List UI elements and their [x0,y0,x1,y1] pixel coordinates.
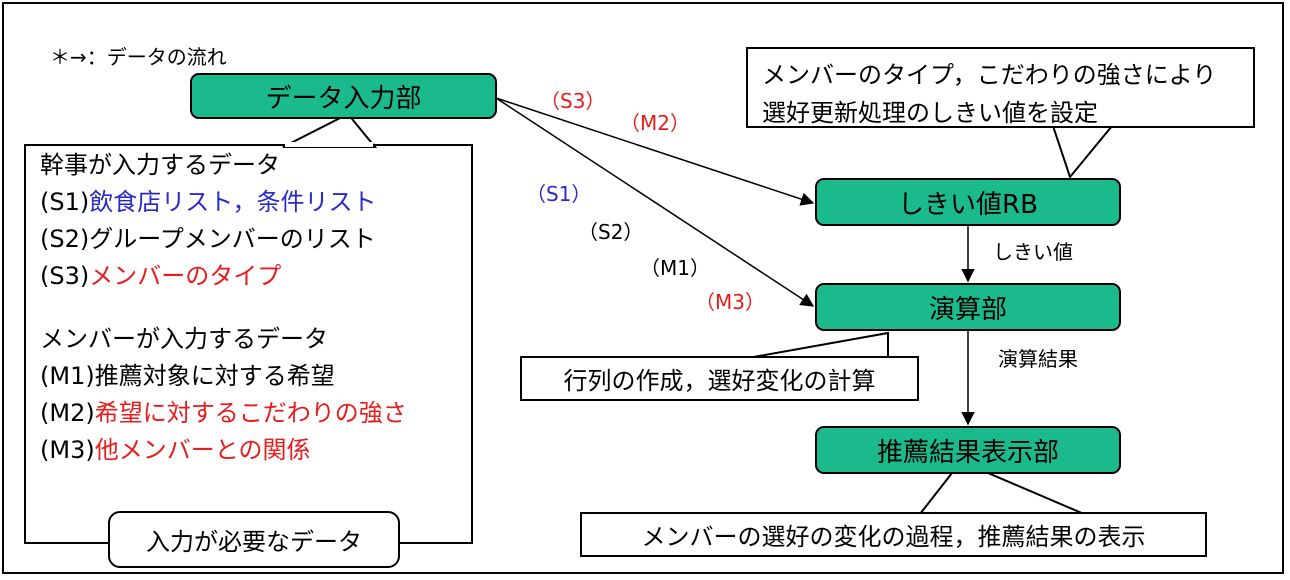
item-s2-text: グループメンバーのリスト [89,225,376,253]
node-result-display-label: 推薦結果表示部 [876,437,1059,468]
organizer-header: 幹事が入力するデータ [40,151,280,179]
item-m2: (M2)希望に対するこだわりの強さ [40,395,407,432]
edge-label-s3: （S3） [540,89,606,113]
node-data-input: データ入力部 [190,73,497,119]
item-m1: (M1)推薦対象に対する希望 [40,358,407,395]
edge-label-m1: （M1） [640,256,710,280]
arrow-input-to-calc [495,97,815,307]
input-data-box [24,144,473,544]
node-data-input-label: データ入力部 [265,83,422,114]
threshold-note-line2: 選好更新処理のしきい値を設定 [762,99,1098,127]
threshold-note-line1: メンバーのタイプ，こだわりの強さにより [762,61,1217,89]
item-s3-text: メンバーのタイプ [89,262,282,290]
label-threshold-value: しきい値 [993,240,1073,264]
input-required-tab-label: 入力が必要なデータ [146,528,362,556]
item-s2: (S2)グループメンバーのリスト [40,221,407,258]
calc-note: 行列の作成，選好変化の計算 [520,356,919,401]
item-s2-code: (S2) [40,225,90,253]
item-m3: (M3)他メンバーとの関係 [40,432,407,469]
edge-label-m3: （M3） [695,290,765,314]
result-note-text: メンバーの選好の変化の過程，推薦結果の表示 [641,523,1146,551]
item-s3-code: (S3) [40,262,90,290]
item-m1-text: 推薦対象に対する希望 [94,362,335,390]
item-m3-code: (M3) [40,436,95,464]
label-calc-result: 演算結果 [998,347,1078,371]
item-s1-code: (S1) [40,188,90,216]
edge-label-m2: （M2） [620,111,690,135]
threshold-note [746,47,1255,128]
item-s3: (S3)メンバーのタイプ [40,258,407,295]
flow-legend: ＊→：データの流れ [50,45,227,69]
input-data-list: 幹事が入力するデータ (S1)飲食店リスト，条件リスト (S2)グループメンバー… [40,147,407,469]
node-calc-label: 演算部 [928,294,1007,325]
item-s1-text: 飲食店リスト，条件リスト [89,188,377,216]
input-required-tab: 入力が必要なデータ [108,511,400,568]
arrow-input-to-threshold [495,97,815,206]
item-m1-code: (M1) [40,362,95,390]
node-calc: 演算部 [815,283,1121,331]
edge-label-s2: （S2） [578,220,644,244]
item-s1: (S1)飲食店リスト，条件リスト [40,184,407,221]
result-note: メンバーの選好の変化の過程，推薦結果の表示 [580,512,1207,557]
item-m2-text: 希望に対するこだわりの強さ [94,399,407,427]
member-header: メンバーが入力するデータ [40,325,328,353]
node-result-display: 推薦結果表示部 [815,426,1121,474]
item-m2-code: (M2) [40,399,95,427]
node-threshold-rb-label: しきい値RB [898,189,1038,220]
edge-label-s1: （S1） [526,182,592,206]
item-m3-text: 他メンバーとの関係 [94,436,311,464]
node-threshold-rb: しきい値RB [815,178,1121,226]
calc-note-text: 行列の作成，選好変化の計算 [563,367,876,395]
